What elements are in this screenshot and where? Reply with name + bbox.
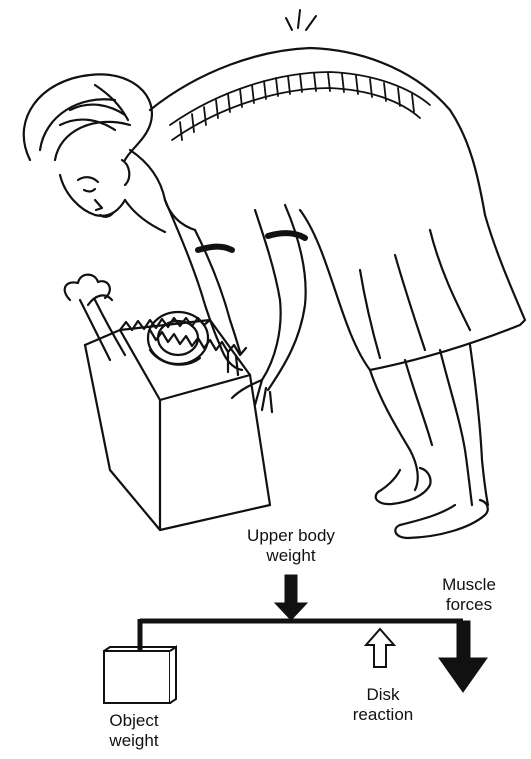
object-weight-box: [104, 647, 176, 703]
upper-body-weight-arrow: [275, 575, 307, 620]
muscle-forces-arrow: [439, 621, 487, 692]
object-weight-line2: weight: [94, 731, 174, 751]
upper-body-weight-label: Upper body weight: [226, 526, 356, 566]
muscle-forces-line2: forces: [426, 595, 512, 615]
collar: [130, 150, 195, 230]
grocery-bag: [85, 318, 270, 530]
woman-figure: [24, 10, 525, 538]
face: [60, 160, 129, 217]
dress-skirt: [300, 210, 525, 370]
hair: [24, 74, 152, 160]
disk-reaction-line1: Disk: [345, 685, 421, 705]
object-weight-label: Object weight: [94, 711, 174, 751]
muscle-forces-line1: Muscle: [426, 575, 512, 595]
upper-body-weight-line2: weight: [226, 546, 356, 566]
muscle-forces-label: Muscle forces: [426, 575, 512, 615]
pain-marks: [286, 10, 316, 30]
upper-body-weight-line1: Upper body: [226, 526, 356, 546]
object-weight-line1: Object: [94, 711, 174, 731]
disk-reaction-line2: reaction: [345, 705, 421, 725]
disk-reaction-arrow: [366, 629, 394, 667]
legs: [370, 345, 488, 505]
spine-vertebrae: [170, 72, 430, 140]
disk-reaction-label: Disk reaction: [345, 685, 421, 725]
